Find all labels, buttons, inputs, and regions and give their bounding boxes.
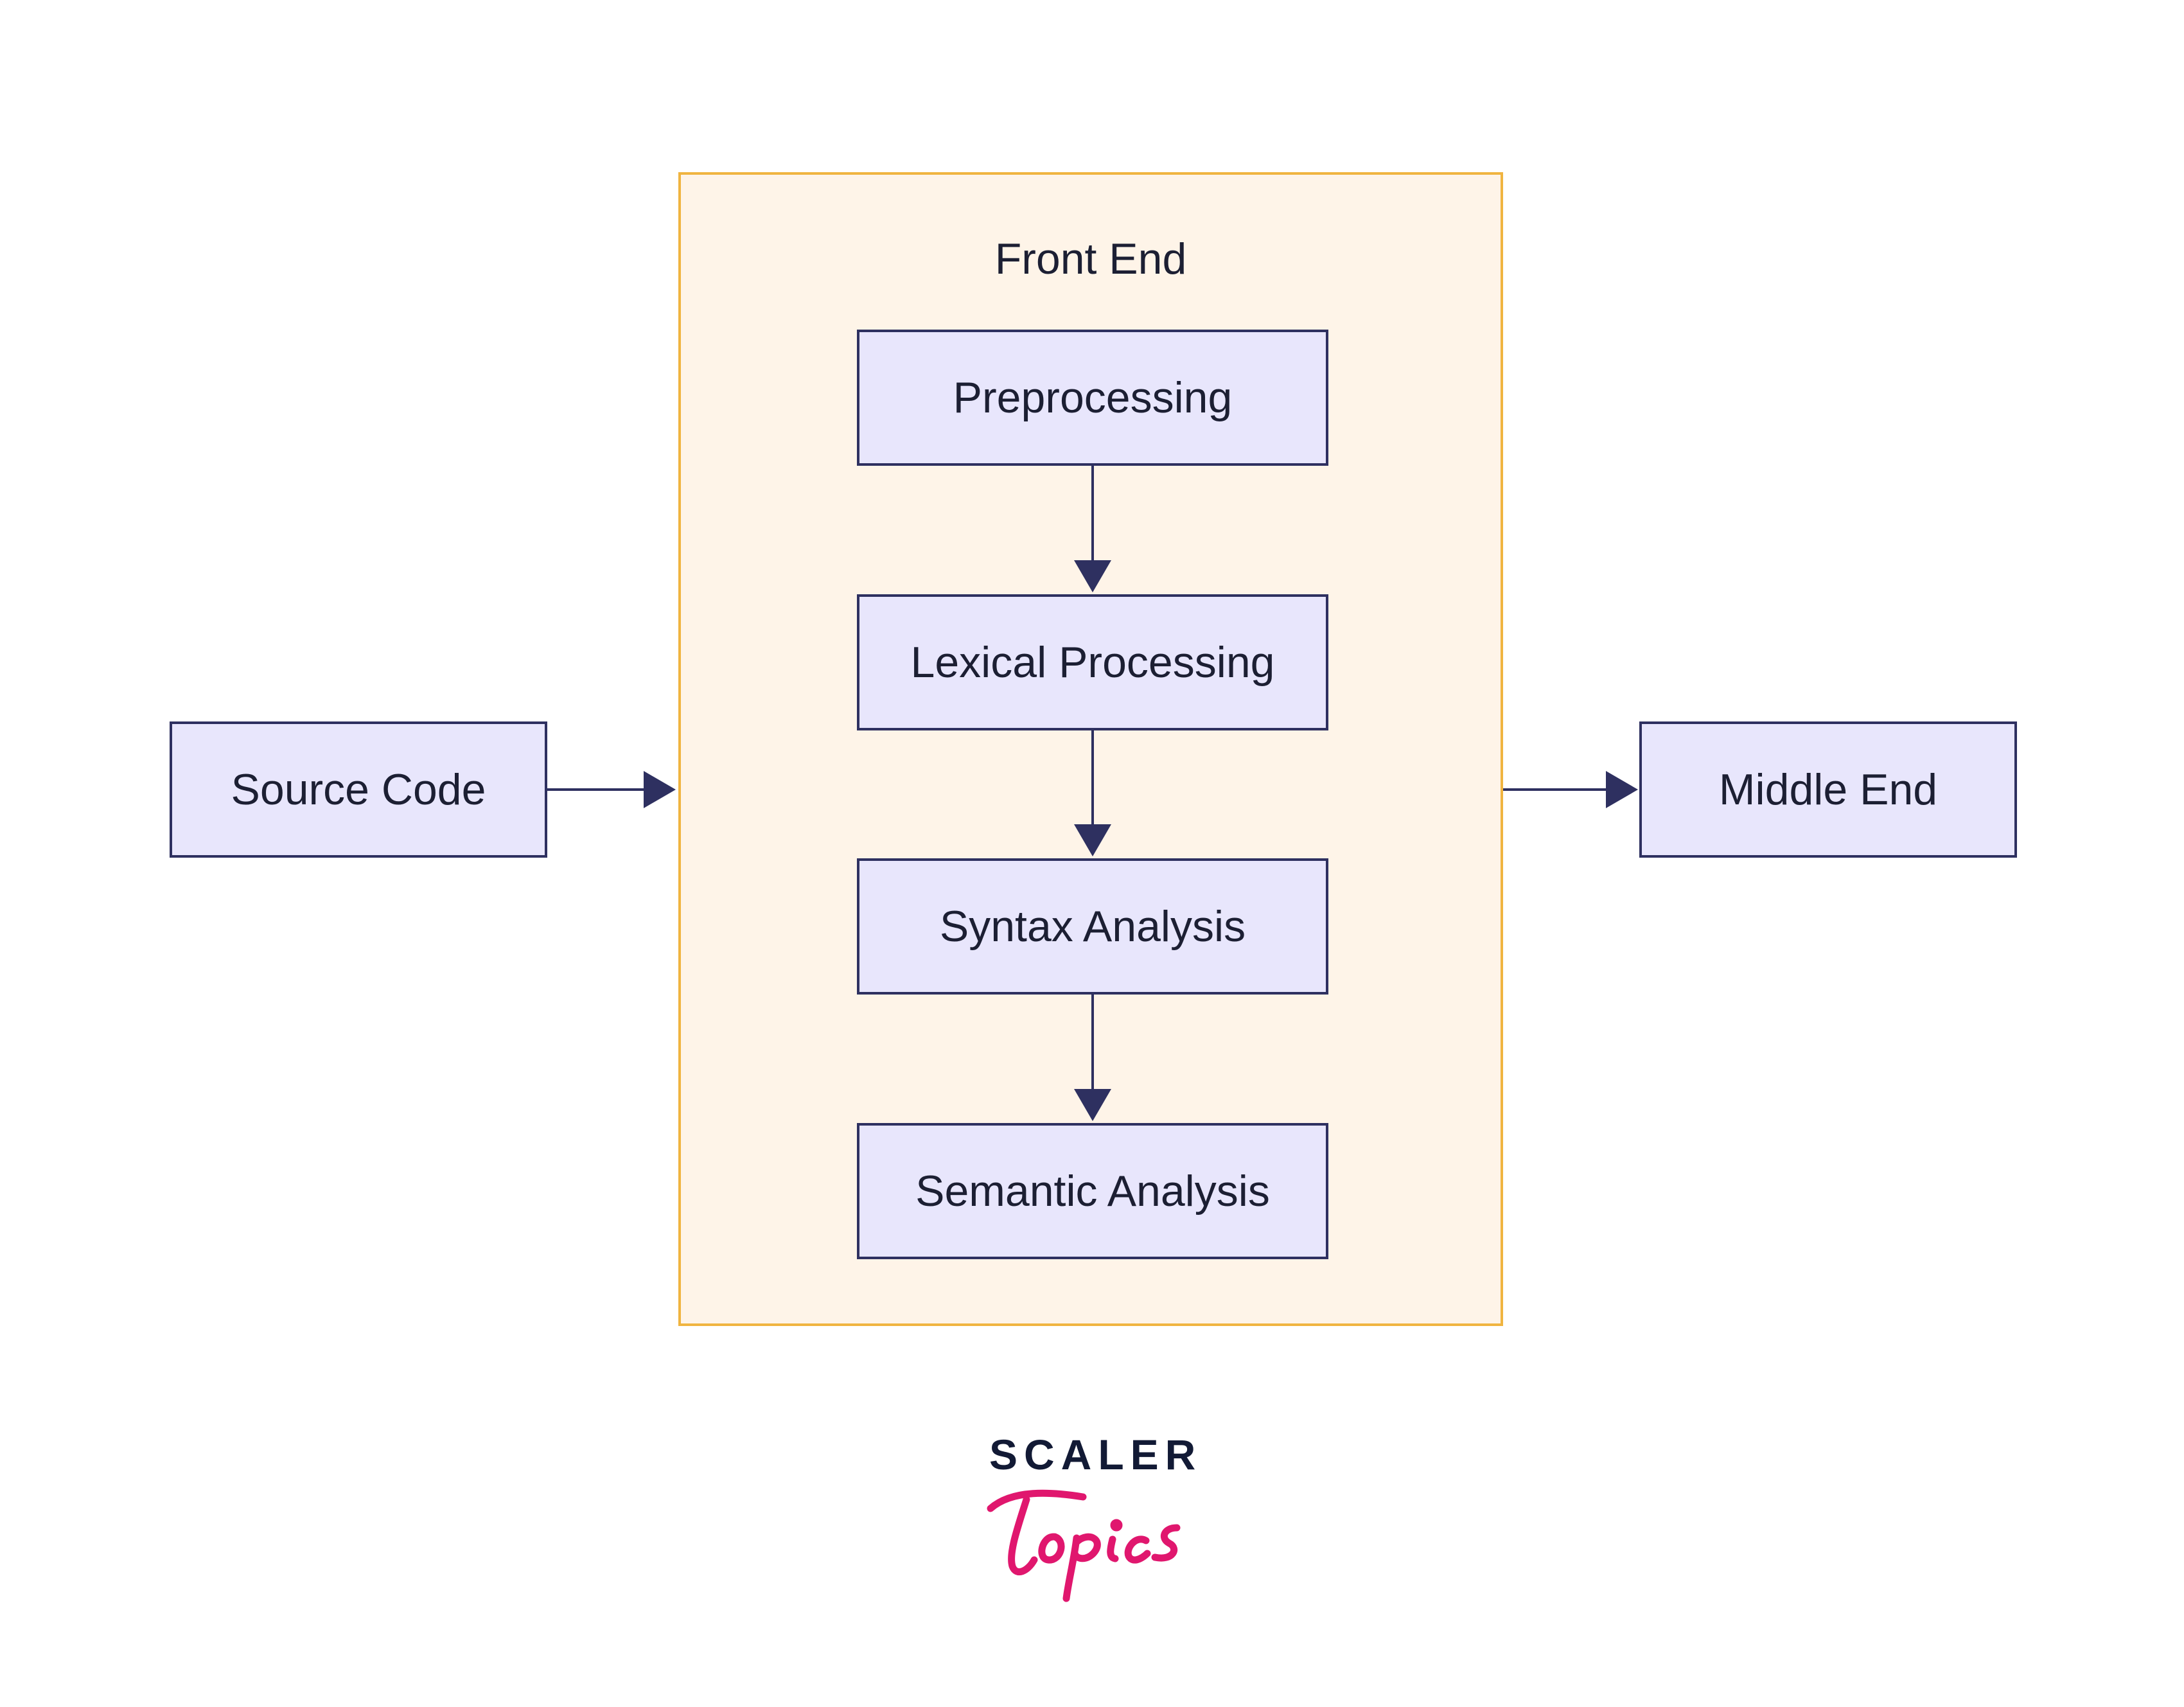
arrowhead-icon: [644, 771, 676, 808]
front-end-label: Front End: [994, 234, 1187, 283]
scaler-topics-logo: SCALER: [987, 1430, 1202, 1604]
logo-wordmark: SCALER: [989, 1431, 1202, 1478]
source-code-node: Source Code: [170, 721, 547, 858]
preprocessing-node: Preprocessing: [857, 330, 1328, 466]
lexical-processing-node: Lexical Processing: [857, 594, 1328, 730]
middle-end-node: Middle End: [1639, 721, 2017, 858]
arrowhead-icon: [1606, 771, 1638, 808]
logo-script-graphic: [987, 1489, 1181, 1602]
semantic-analysis-node: Semantic Analysis: [857, 1123, 1328, 1259]
syntax-analysis-node: Syntax Analysis: [857, 858, 1328, 995]
